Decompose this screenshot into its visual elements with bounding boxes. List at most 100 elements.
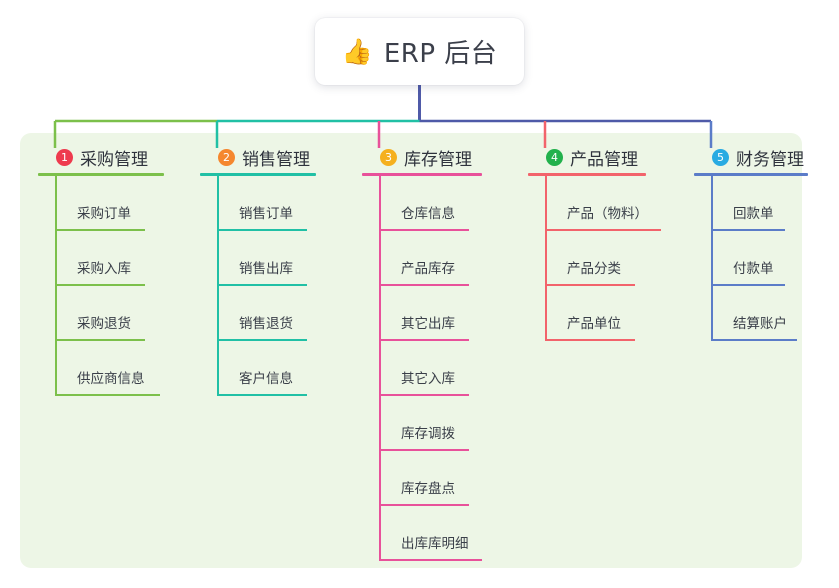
- branch-item-underline: [56, 229, 145, 231]
- branch-item[interactable]: 采购入库: [56, 231, 188, 286]
- branch-title: 库存管理: [404, 149, 472, 170]
- branch-item-label: 库存调拨: [401, 426, 455, 442]
- branch-title: 产品管理: [570, 149, 638, 170]
- branch-item-label: 销售订单: [239, 206, 293, 222]
- branch-item[interactable]: 采购退货: [56, 286, 188, 341]
- branch-item[interactable]: 采购订单: [56, 176, 188, 231]
- branch-item-underline: [380, 504, 469, 506]
- branch-underline: [694, 173, 808, 176]
- branch-item[interactable]: 其它入库: [380, 341, 512, 396]
- branch-item-label: 销售出库: [239, 261, 293, 277]
- branch-item-underline: [56, 284, 145, 286]
- branch-number-badge: 3: [380, 148, 397, 166]
- branch-item-label: 产品分类: [567, 261, 621, 277]
- branch-header-4[interactable]: 4 产品管理: [528, 146, 678, 170]
- branch-children: 仓库信息产品库存其它出库其它入库库存调拨库存盘点出库库明细: [362, 176, 512, 561]
- branch-children: 回款单付款单结算账户: [694, 176, 839, 341]
- branch-header-5[interactable]: 5 财务管理: [694, 146, 839, 170]
- branch-item[interactable]: 产品（物料）: [546, 176, 678, 231]
- branch-item-label: 采购订单: [77, 206, 131, 222]
- branch-title: 采购管理: [80, 149, 148, 170]
- branch-item-underline: [712, 229, 785, 231]
- branch-item[interactable]: 供应商信息: [56, 341, 188, 396]
- branch-header-2[interactable]: 2 销售管理: [200, 146, 350, 170]
- branch-item-underline: [380, 284, 469, 286]
- branch-2: 2 销售管理销售订单销售出库销售退货客户信息: [200, 146, 350, 396]
- branch-item-label: 产品（物料）: [567, 206, 648, 222]
- branch-number-badge: 4: [546, 148, 563, 166]
- branch-spine: [55, 176, 57, 396]
- branch-item[interactable]: 出库库明细: [380, 506, 512, 561]
- branch-item-underline: [380, 229, 469, 231]
- branch-header-3[interactable]: 3 库存管理: [362, 146, 512, 170]
- branch-underline: [38, 173, 164, 176]
- branch-item[interactable]: 结算账户: [712, 286, 839, 341]
- branch-header-1[interactable]: 1 采购管理: [38, 146, 188, 170]
- branch-number-badge: 1: [56, 148, 73, 166]
- branch-item-underline: [56, 339, 145, 341]
- branch-item-underline: [712, 339, 797, 341]
- branch-underline: [528, 173, 646, 176]
- branch-item[interactable]: 产品库存: [380, 231, 512, 286]
- branch-item-underline: [218, 284, 307, 286]
- branch-1: 1 采购管理采购订单采购入库采购退货供应商信息: [38, 146, 188, 396]
- branch-item-label: 仓库信息: [401, 206, 455, 222]
- branch-item[interactable]: 仓库信息: [380, 176, 512, 231]
- branch-item-label: 销售退货: [239, 316, 293, 332]
- branch-3: 3 库存管理仓库信息产品库存其它出库其它入库库存调拨库存盘点出库库明细: [362, 146, 512, 561]
- branch-item-underline: [546, 284, 635, 286]
- branch-4: 4 产品管理产品（物料） 产品分类产品单位: [528, 146, 678, 341]
- branch-item[interactable]: 销售出库: [218, 231, 350, 286]
- branch-item-underline: [380, 339, 469, 341]
- branch-children: 销售订单销售出库销售退货客户信息: [200, 176, 350, 396]
- branch-item-underline: [546, 339, 635, 341]
- branch-item[interactable]: 库存调拨: [380, 396, 512, 451]
- root-title: ERP 后台: [383, 39, 498, 69]
- branch-spine: [711, 176, 713, 341]
- branch-underline: [200, 173, 316, 176]
- branch-item[interactable]: 客户信息: [218, 341, 350, 396]
- branch-item-label: 库存盘点: [401, 481, 455, 497]
- branch-item-underline: [712, 284, 785, 286]
- branch-item[interactable]: 销售订单: [218, 176, 350, 231]
- branch-item-label: 出库库明细: [401, 536, 469, 552]
- thumbs-up-icon: 👍: [341, 37, 373, 66]
- branch-item-label: 其它入库: [401, 371, 455, 387]
- branch-5: 5 财务管理回款单付款单结算账户: [694, 146, 839, 341]
- branch-item-underline: [380, 394, 469, 396]
- branch-number-badge: 5: [712, 148, 729, 166]
- branch-item-label: 供应商信息: [77, 371, 145, 387]
- branch-underline: [362, 173, 482, 176]
- branch-spine: [545, 176, 547, 341]
- branch-item[interactable]: 付款单: [712, 231, 839, 286]
- branch-children: 产品（物料） 产品分类产品单位: [528, 176, 678, 341]
- branch-item-underline: [56, 394, 160, 396]
- branch-spine: [379, 176, 381, 561]
- branch-item-label: 产品单位: [567, 316, 621, 332]
- branch-spine: [217, 176, 219, 396]
- branch-item-underline: [218, 229, 307, 231]
- branch-title: 财务管理: [736, 149, 804, 170]
- branch-item-underline: [380, 559, 482, 561]
- branch-item-label: 采购退货: [77, 316, 131, 332]
- branch-item-label: 产品库存: [401, 261, 455, 277]
- root-node-content: 👍 ERP 后台: [342, 33, 498, 70]
- root-node[interactable]: 👍 ERP 后台: [315, 18, 524, 85]
- branch-item[interactable]: 其它出库: [380, 286, 512, 341]
- branch-item-label: 其它出库: [401, 316, 455, 332]
- branch-item[interactable]: 产品分类: [546, 231, 678, 286]
- branch-item[interactable]: 销售退货: [218, 286, 350, 341]
- branch-item-label: 回款单: [733, 206, 774, 222]
- branch-title: 销售管理: [242, 149, 310, 170]
- branch-item[interactable]: 库存盘点: [380, 451, 512, 506]
- branch-item-label: 客户信息: [239, 371, 293, 387]
- branches-panel: [20, 133, 802, 568]
- branch-item[interactable]: 回款单: [712, 176, 839, 231]
- branch-item-underline: [218, 339, 307, 341]
- branch-item[interactable]: 产品单位: [546, 286, 678, 341]
- branch-number-badge: 2: [218, 148, 235, 166]
- branch-item-label: 采购入库: [77, 261, 131, 277]
- branch-item-underline: [380, 449, 469, 451]
- branch-item-label: 付款单: [733, 261, 774, 277]
